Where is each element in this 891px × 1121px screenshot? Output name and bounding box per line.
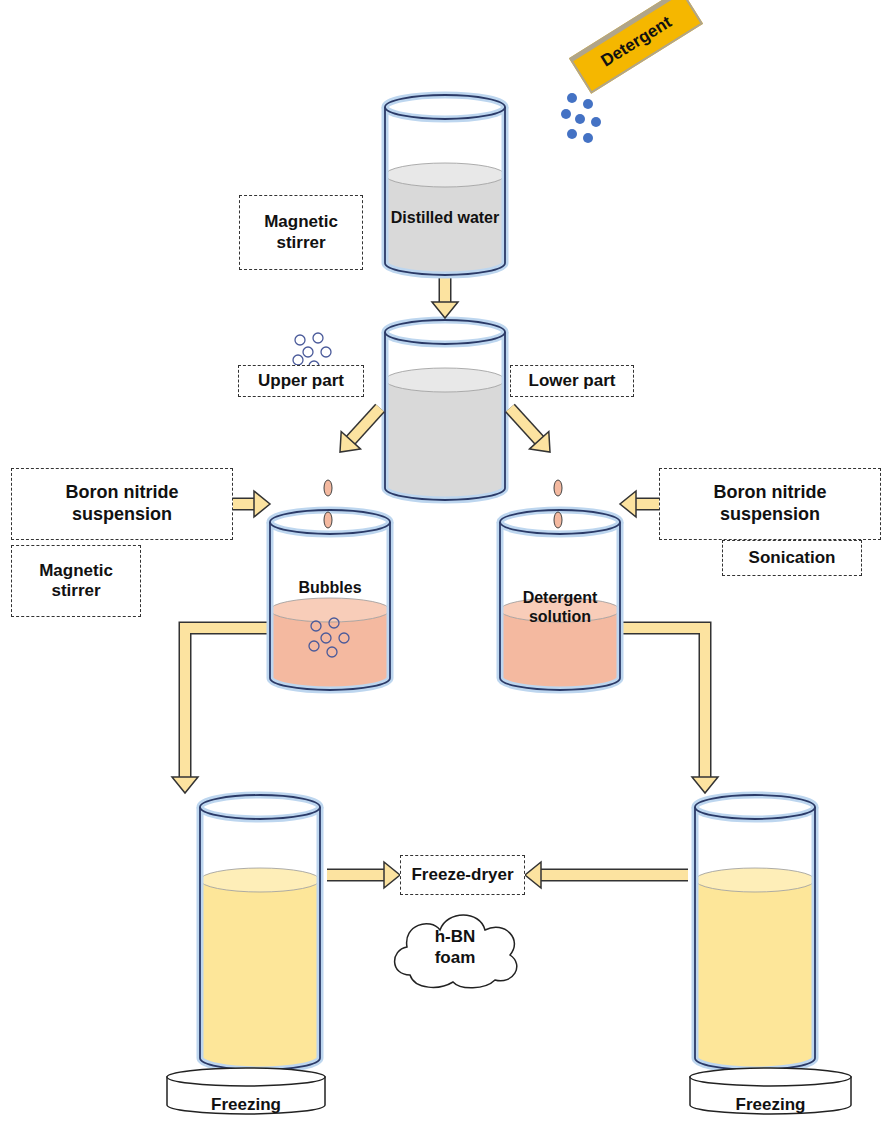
node-label: Detergent solution (505, 588, 615, 626)
arrow-shaft-outline (541, 869, 688, 882)
node-label: h-BN foam (420, 927, 490, 968)
process-step-box: Sonication (722, 540, 862, 576)
flow-arrow (620, 628, 718, 793)
process-step-box: Magnetic stirrer (239, 195, 363, 270)
input-box: Boron nitride suspension (11, 468, 233, 540)
flow-arrow (172, 628, 270, 793)
flow-arrow (525, 862, 688, 888)
node-label: Freezing (211, 1095, 281, 1115)
flow-arrow (510, 408, 550, 452)
fraction-label-box: Upper part (238, 365, 364, 397)
arrow-shaft (620, 628, 705, 777)
arrow-head (692, 777, 718, 793)
node-label: Boron nitride suspension (18, 482, 226, 525)
arrow-head (525, 862, 541, 888)
arrow-shaft (327, 870, 384, 880)
node-label: Magnetic stirrer (18, 561, 134, 602)
arrow-shaft (233, 499, 254, 509)
input-box: Boron nitride suspension (659, 468, 881, 540)
node-label: Freezing (736, 1095, 806, 1115)
arrow-shaft-outline (233, 498, 254, 511)
arrow-shaft (185, 628, 270, 777)
flow-arrow (233, 491, 270, 517)
arrow-head (384, 862, 400, 888)
arrow-head (254, 491, 270, 517)
beaker-outline (500, 470, 620, 690)
node-label: Boron nitride suspension (666, 482, 874, 525)
arrow-shaft-outline (327, 869, 384, 882)
node-label: Magnetic stirrer (246, 212, 356, 253)
node-label: Distilled water (391, 208, 499, 227)
flow-arrow (620, 491, 659, 517)
arrow-shaft (636, 499, 659, 509)
detergent-granules (561, 93, 601, 143)
flow-arrow (432, 274, 458, 318)
label-tag: Detergent (569, 0, 703, 94)
freezing-beaker: Freezing (165, 795, 327, 1118)
node-label: Upper part (258, 371, 344, 391)
arrow-shaft (541, 870, 688, 880)
beaker-on-plate (688, 795, 853, 1118)
arrow-head (172, 777, 198, 793)
bubbles-beaker: Bubbles (270, 470, 390, 690)
arrow-shaft-outline (185, 628, 270, 777)
process-step-box: Freeze-dryer (400, 855, 525, 895)
arrow-shaft-outline (636, 498, 659, 511)
process-step-box: Magnetic stirrer (11, 545, 141, 617)
arrow-head (620, 491, 636, 517)
water-beaker: Distilled water (385, 95, 505, 275)
freezing-beaker: Freezing (688, 795, 853, 1118)
node-label: Detergent (598, 13, 676, 72)
flow-arrow (327, 862, 400, 888)
fraction-label-box: Lower part (510, 365, 634, 397)
node-label: Freeze-dryer (411, 865, 513, 885)
node-label: Lower part (529, 371, 616, 391)
product-cloud: h-BN foam (385, 905, 525, 990)
beaker (385, 320, 505, 500)
beaker-outline (385, 95, 505, 275)
flow-arrow (340, 408, 380, 452)
node-label: Sonication (749, 548, 836, 568)
node-label: Bubbles (298, 578, 361, 597)
arrow-shaft-outline (620, 628, 705, 777)
beaker-on-plate (165, 795, 327, 1118)
solution-beaker: Detergent solution (500, 470, 620, 690)
